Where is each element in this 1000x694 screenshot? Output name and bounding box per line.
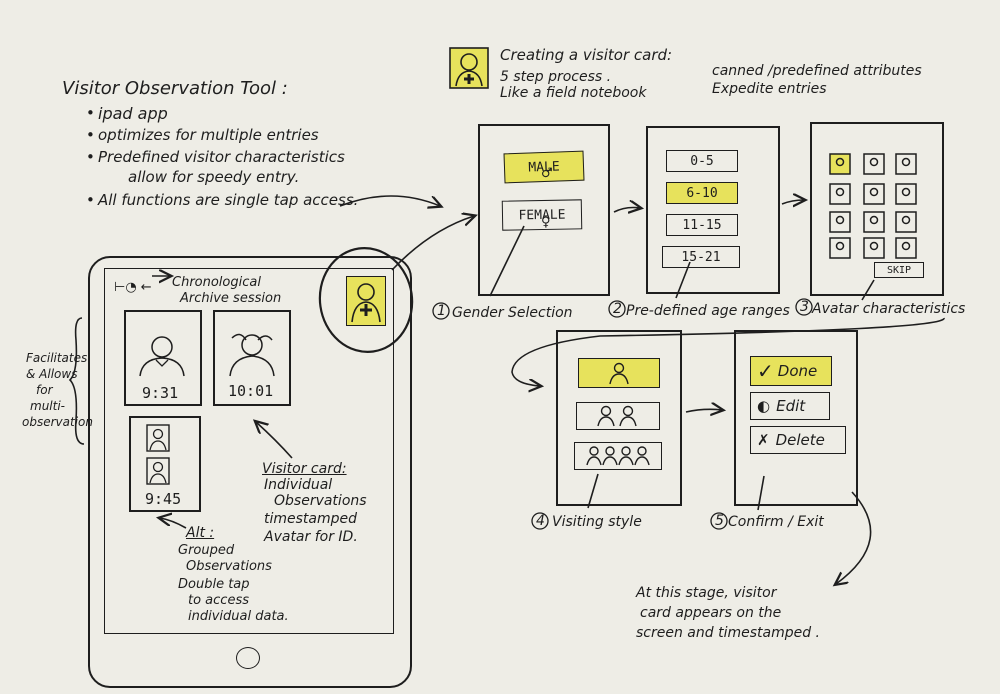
step-caption: Pre-defined age ranges <box>626 303 790 319</box>
feature-item: All functions are single tap access. <box>98 191 359 209</box>
archive-label: Archive session <box>180 291 282 306</box>
step-number: 5 <box>715 513 724 529</box>
bullet: • <box>86 126 95 144</box>
diagram-title: Visitor Observation Tool : <box>62 78 288 99</box>
step-number: 4 <box>536 513 545 529</box>
step-number: 1 <box>437 303 446 319</box>
final-note: screen and timestamped . <box>636 625 821 641</box>
alt-note: Grouped <box>178 543 235 558</box>
step4-screen <box>556 330 682 506</box>
visitor-card-note: Avatar for ID. <box>264 529 358 545</box>
creating-note: Expedite entries <box>712 81 827 97</box>
edit-button[interactable]: ◐Edit <box>750 392 830 420</box>
creating-note: Like a field notebook <box>500 85 647 101</box>
creating-title: Creating a visitor card: <box>500 46 673 64</box>
visitor-card-note: Individual <box>264 477 333 493</box>
timeline-icon: ⊢◔ ← <box>114 280 152 295</box>
side-note: Facilitates <box>26 351 88 365</box>
visitor-card-title: Visitor card: <box>262 461 347 477</box>
bullet: • <box>86 104 95 122</box>
side-note: for <box>36 383 53 397</box>
feature-item: allow for speedy entry. <box>128 168 300 186</box>
step-caption: Avatar characteristics <box>812 301 966 317</box>
step-caption: Gender Selection <box>452 305 573 321</box>
bullet: • <box>86 191 95 209</box>
visitor-card-note: Observations <box>274 493 367 509</box>
card-time: 9:45 <box>145 490 182 508</box>
feature-item: Predefined visitor characteristics <box>98 148 345 166</box>
step2-screen <box>646 126 780 294</box>
alt-note: individual data. <box>188 609 289 624</box>
step3-screen <box>810 122 944 296</box>
ipad-screen <box>104 268 394 634</box>
skip-button[interactable]: SKIP <box>874 262 924 278</box>
final-note: card appears on the <box>640 605 782 621</box>
ipad-home-button[interactable] <box>236 647 260 669</box>
side-note: & Allows <box>26 367 78 381</box>
chronological-label: Chronological <box>172 275 261 290</box>
edit-icon: ◐ <box>757 397 771 415</box>
delete-x-icon: ✗ <box>757 431 770 449</box>
visitor-card-note: timestamped <box>264 511 358 527</box>
age-option[interactable]: 0-5 <box>666 150 738 172</box>
step-caption: Confirm / Exit <box>728 514 824 530</box>
visitor-card[interactable] <box>213 310 291 406</box>
creating-note: 5 step process . <box>500 69 612 85</box>
final-note: At this stage, visitor <box>636 585 777 601</box>
ipad-frame <box>88 256 412 688</box>
side-note: multi- <box>30 399 65 413</box>
alt-note: Double tap <box>178 577 250 592</box>
creating-note: canned /predefined attributes <box>712 63 922 79</box>
feature-item: ipad app <box>98 104 168 123</box>
visiting-style-pair[interactable] <box>576 402 660 430</box>
delete-button[interactable]: ✗Delete <box>750 426 846 454</box>
bullet: • <box>86 148 95 166</box>
male-symbol-icon: ♂ <box>541 166 553 181</box>
step1-screen <box>478 124 610 296</box>
age-option[interactable]: 6-10 <box>666 182 738 204</box>
step-caption: Visiting style <box>552 514 642 530</box>
visitor-card[interactable] <box>124 310 202 406</box>
step-number: 3 <box>800 299 809 315</box>
alt-note: to access <box>188 593 249 608</box>
age-option[interactable]: 11-15 <box>666 214 738 236</box>
female-symbol-icon: ♀ <box>541 215 551 230</box>
feature-item: optimizes for multiple entries <box>98 126 319 144</box>
age-option[interactable]: 15-21 <box>662 246 740 268</box>
card-time: 9:31 <box>142 384 179 402</box>
card-time: 10:01 <box>228 382 274 400</box>
visitor-card-group[interactable] <box>129 416 201 512</box>
check-icon: ✓ <box>757 359 774 383</box>
visiting-style-group[interactable] <box>574 442 662 470</box>
done-button[interactable]: ✓Done <box>750 356 832 386</box>
alt-title: Alt : <box>186 525 215 541</box>
step-number: 2 <box>613 301 622 317</box>
alt-note: Observations <box>186 559 272 574</box>
